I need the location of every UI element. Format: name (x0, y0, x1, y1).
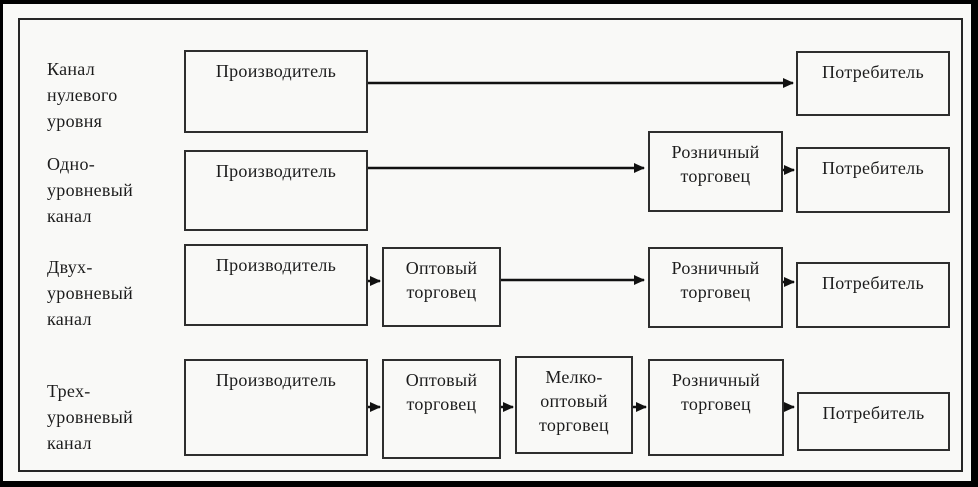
node-label-line: Оптовый (405, 370, 478, 390)
node-label-line: торговец (681, 394, 751, 414)
row-label-line: нулевого (47, 85, 118, 105)
row-label-line: уровневый (47, 407, 134, 427)
node-label-line: Производитель (215, 370, 337, 390)
row-label-zero-level: Канал нулевого уровня (47, 56, 118, 134)
node-wholesaler-r3: Оптовый торговец (382, 247, 501, 327)
row-label-two-level: Двух- уровневый канал (47, 254, 133, 332)
node-label-line: Розничный (671, 370, 761, 390)
node-label-line: торговец (539, 415, 609, 435)
row-label-one-level: Одно- уровневый канал (47, 151, 133, 229)
row-label-line: Трех- (47, 381, 91, 401)
diagram-frame (18, 18, 963, 472)
node-label-line: Розничный (671, 142, 760, 162)
node-label-line: Потребитель (822, 62, 924, 82)
node-retailer-r3: Розничный торговец (648, 247, 783, 328)
node-label-line: Розничный (671, 258, 760, 278)
node-label-line: оптовый (540, 391, 608, 411)
node-small-wholesaler-r4: Мелко- оптовый торговец (515, 356, 633, 454)
row-label-line: Одно- (47, 154, 96, 174)
node-label-line: Потребитель (822, 273, 924, 293)
node-producer-r3: Производитель (184, 244, 368, 326)
node-producer-r2: Производитель (184, 150, 368, 231)
node-label-line: Мелко- (545, 367, 603, 387)
node-label-line: Потребитель (822, 403, 925, 423)
node-label-line: Производитель (215, 161, 337, 181)
node-wholesaler-r4: Оптовый торговец (382, 359, 501, 459)
node-label-line: Производитель (215, 255, 337, 275)
row-label-line: Канал (47, 59, 96, 79)
node-label-line: Потребитель (822, 158, 924, 178)
row-label-three-level: Трех- уровневый канал (47, 378, 133, 456)
row-label-line: канал (47, 206, 92, 226)
node-consumer-r1: Потребитель (796, 51, 950, 116)
node-label-line: Оптовый (405, 258, 478, 278)
node-retailer-r4: Розничный торговец (648, 359, 784, 456)
node-label-line: торговец (406, 282, 477, 302)
node-consumer-r3: Потребитель (796, 262, 950, 328)
node-producer-r1: Производитель (184, 50, 368, 133)
node-label-line: Производитель (215, 61, 337, 81)
node-producer-r4: Производитель (184, 359, 368, 456)
node-label-line: торговец (680, 166, 751, 186)
node-consumer-r4: Потребитель (797, 392, 950, 451)
row-label-line: уровня (47, 111, 103, 131)
row-label-line: Двух- (47, 257, 93, 277)
node-retailer-r2: Розничный торговец (648, 131, 783, 212)
node-label-line: торговец (680, 282, 751, 302)
row-label-line: уровневый (47, 180, 134, 200)
row-label-line: канал (47, 309, 92, 329)
row-label-line: канал (47, 433, 92, 453)
row-label-line: уровневый (47, 283, 134, 303)
node-label-line: торговец (406, 394, 477, 414)
node-consumer-r2: Потребитель (796, 147, 950, 213)
